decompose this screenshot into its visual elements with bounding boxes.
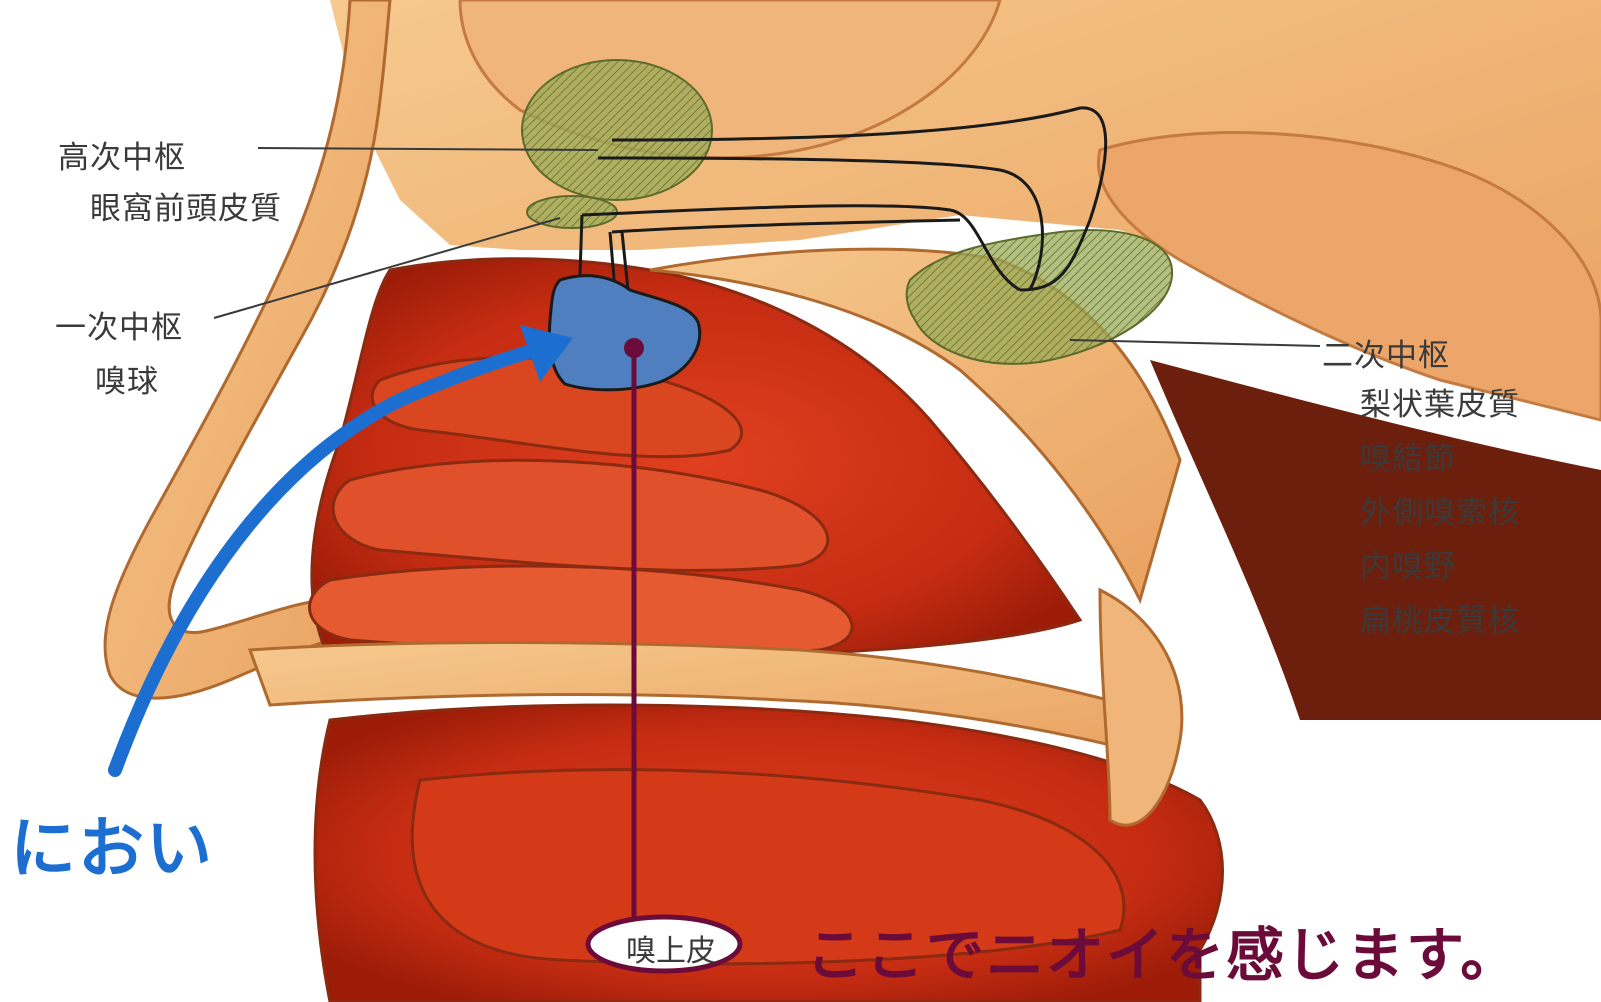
label-olfactory-bulb: 嗅球 — [95, 356, 159, 401]
epithelium-pointer-dot — [624, 338, 644, 358]
label-orbitofrontal-cortex: 眼窩前頭皮質 — [90, 183, 282, 228]
label-secondary-center: 二次中枢 — [1322, 330, 1450, 375]
label-higher-center: 高次中枢 — [58, 132, 186, 177]
caption-feel-smell-here: ここでニオイを感じます。 — [806, 908, 1520, 992]
label-secondary-item: 外側嗅索核 — [1360, 486, 1520, 540]
label-secondary-item: 嗅結節 — [1360, 432, 1456, 486]
label-secondary-item: 梨状葉皮質 — [1360, 378, 1520, 432]
label-olfactory-epithelium: 嗅上皮 — [626, 926, 716, 970]
secondary-center-region — [907, 230, 1172, 364]
label-smell: におい — [10, 795, 214, 891]
label-primary-center: 一次中枢 — [55, 302, 183, 347]
higher-center-region — [522, 60, 712, 200]
label-secondary-item: 扁桃皮質核 — [1360, 594, 1520, 648]
label-secondary-item: 内嗅野 — [1360, 540, 1456, 594]
